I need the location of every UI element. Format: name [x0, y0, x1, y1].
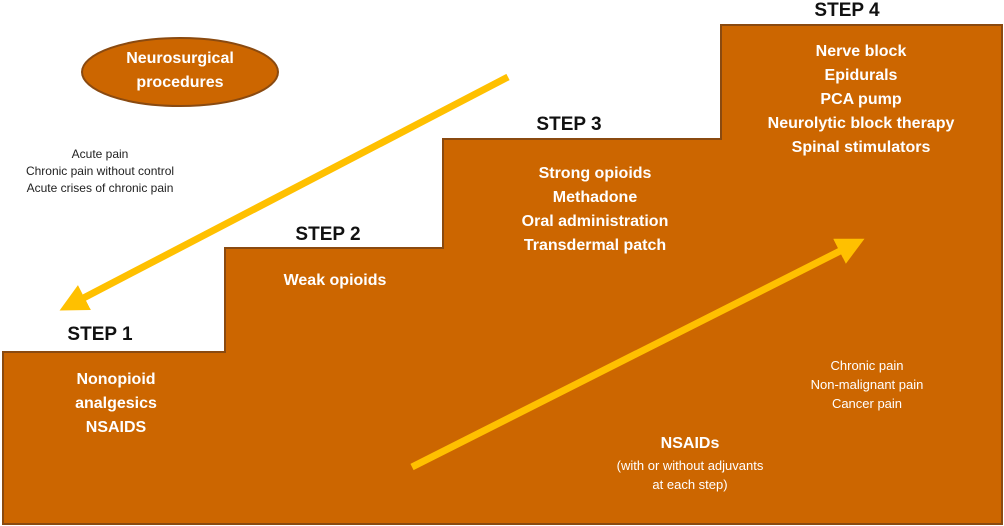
right-note-line: Cancer pain [831, 396, 903, 411]
step1-items: Nonopioid analgesics NSAIDS [30, 368, 202, 440]
step3-title: STEP 3 [536, 114, 602, 135]
step4-item: PCA pump [820, 91, 902, 108]
step1-item: Nonopioid [76, 371, 156, 388]
step3-item: Methadone [552, 189, 638, 206]
left-note-line: Acute pain [71, 147, 129, 161]
nsaids-note: NSAIDs (with or without adjuvants at eac… [590, 432, 790, 494]
step4-item: Spinal stimulators [791, 139, 931, 156]
step4-item: Neurolytic block therapy [767, 115, 955, 132]
step3-item: Transdermal patch [523, 237, 667, 254]
step2-items: Weak opioids [240, 269, 430, 293]
up-arrow-icon [410, 238, 865, 471]
step3-item: Oral administration [521, 213, 669, 230]
down-arrow-icon [59, 73, 510, 311]
right-notes: Chronic pain Non-malignant pain Cancer p… [780, 356, 954, 413]
right-note-line: Chronic pain [830, 358, 904, 373]
step4-item: Nerve block [815, 43, 907, 60]
step1-item: analgesics [75, 395, 157, 412]
step4-items: Nerve block Epidurals PCA pump Neurolyti… [740, 40, 982, 160]
neurosurgical-label: Neurosurgical procedures [82, 47, 278, 95]
nsaids-title: NSAIDs [660, 435, 720, 452]
step4-title: STEP 4 [814, 0, 880, 21]
left-note-line: Acute crises of chronic pain [26, 181, 174, 195]
step3-items: Strong opioids Methadone Oral administra… [480, 162, 710, 258]
step1-item: NSAIDS [85, 419, 147, 436]
step1-title: STEP 1 [67, 324, 133, 345]
step2-item: Weak opioids [283, 272, 387, 289]
step3-item: Strong opioids [538, 165, 652, 182]
nsaids-line: at each step) [652, 477, 728, 492]
left-notes: Acute pain Chronic pain without control … [0, 146, 200, 197]
neurosurgical-line: procedures [136, 74, 224, 91]
left-note-line: Chronic pain without control [25, 164, 175, 178]
right-note-line: Non-malignant pain [810, 377, 924, 392]
staircase-shape [2, 24, 1003, 525]
neurosurgical-ellipse [81, 37, 279, 107]
nsaids-line: (with or without adjuvants [616, 458, 764, 473]
step2-title: STEP 2 [295, 224, 361, 245]
step4-item: Epidurals [824, 67, 898, 84]
neurosurgical-line: Neurosurgical [126, 50, 234, 67]
